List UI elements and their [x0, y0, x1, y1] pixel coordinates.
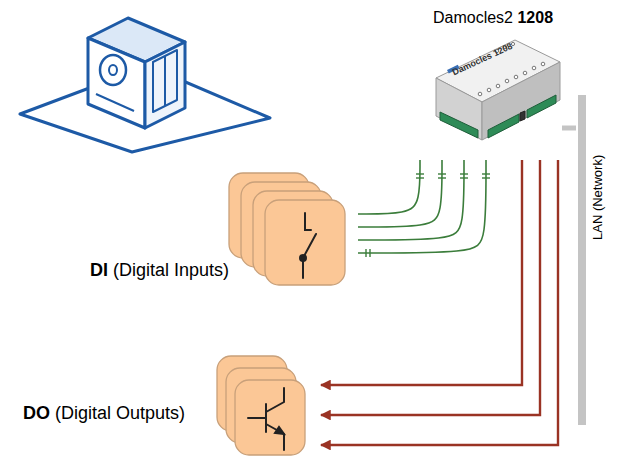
lan-bar — [578, 95, 586, 425]
wire-tick — [460, 173, 468, 174]
wire-tick — [438, 177, 446, 178]
wire-tick — [438, 173, 446, 174]
side-panel-line — [164, 56, 166, 106]
output-arrow — [321, 160, 558, 445]
device-print: Damocles 1208 — [448, 35, 515, 79]
bus-label: LAN (Network) — [590, 155, 606, 240]
wire-tick — [416, 173, 424, 174]
terminal-block — [527, 95, 556, 118]
disk-symbol — [100, 55, 126, 85]
group-label: DO (Digital Outputs) — [23, 403, 326, 425]
wire-tick — [365, 249, 366, 257]
lan-bus: LAN (Network) — [576, 95, 610, 425]
input-wire — [358, 160, 486, 253]
tower-front — [88, 38, 145, 128]
transistor-symbol — [248, 388, 284, 450]
switch-symbol — [300, 213, 316, 278]
wire-tick — [369, 249, 370, 257]
terminal-block — [440, 112, 478, 138]
output-cards — [217, 356, 305, 455]
device-node: Damocles2 1208 — [424, 4, 562, 160]
disk-hub — [109, 65, 117, 75]
input-wire — [358, 160, 420, 214]
output-card — [235, 380, 305, 455]
output-arrow — [321, 160, 522, 385]
group-label: DI (Digital Inputs) — [90, 260, 360, 282]
device-front — [436, 78, 482, 140]
side-panel — [153, 50, 177, 112]
damocles-device — [436, 40, 560, 140]
output-arrow — [321, 160, 540, 415]
digital-inputs-group: DI (Digital Inputs) — [88, 172, 358, 290]
device-side — [482, 62, 560, 140]
input-card — [265, 200, 345, 285]
input-cards — [229, 173, 345, 285]
drive-slot — [96, 94, 134, 111]
input-wire — [358, 160, 442, 227]
tower-side — [145, 42, 185, 128]
wire-tick — [416, 177, 424, 178]
wire-tick — [482, 177, 490, 178]
terminal-block — [488, 114, 519, 138]
device-title: Damocles2 1208 — [424, 8, 562, 27]
wire-tick — [460, 177, 468, 178]
digital-outputs-group: DO (Digital Outputs) — [18, 345, 321, 460]
wire-ticks — [366, 174, 490, 257]
wire-tick — [482, 173, 490, 174]
network-link — [562, 126, 576, 131]
network-jack — [520, 111, 525, 121]
printed-label: Damocles 1208 — [451, 41, 514, 78]
input-wire — [358, 160, 464, 240]
server-icon — [20, 18, 270, 152]
